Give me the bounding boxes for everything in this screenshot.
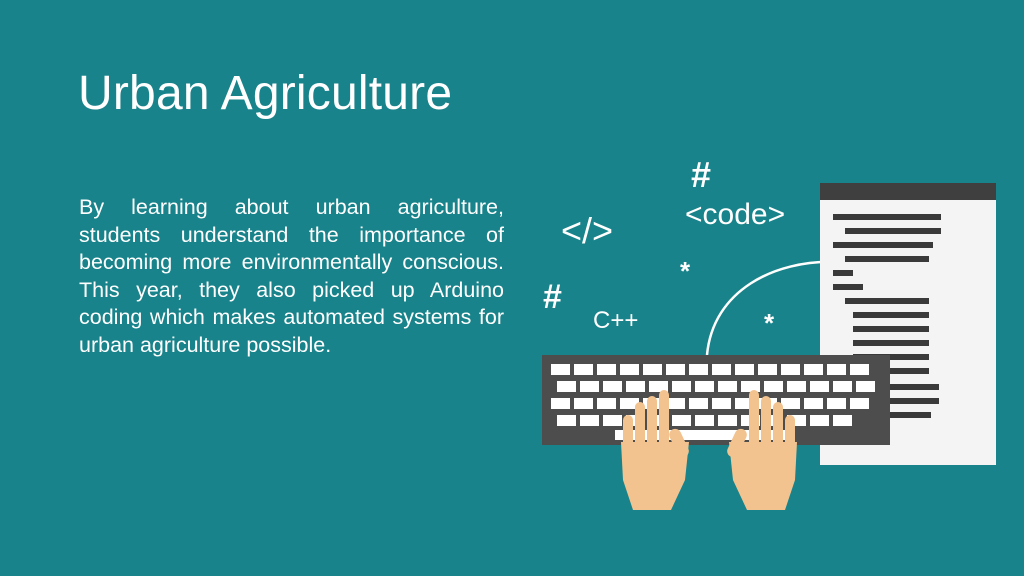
keyboard-key — [827, 364, 846, 375]
keyboard-key — [574, 398, 593, 409]
illustration-graphics — [542, 183, 996, 510]
coding-illustration: # <code> </> # C++ * * — [535, 150, 1000, 530]
keyboard-key — [574, 364, 593, 375]
keyboard-key — [741, 381, 760, 392]
keyboard-key — [551, 398, 570, 409]
asterisk-a: * — [680, 256, 691, 286]
closing-tag-symbol: </> — [561, 210, 614, 251]
hash-symbol-left: # — [543, 278, 562, 316]
keyboard-key — [580, 381, 599, 392]
keyboard-key — [626, 381, 645, 392]
keyboard-key — [810, 415, 829, 426]
keyboard-key — [712, 364, 731, 375]
keyboard — [542, 355, 890, 445]
keyboard-key — [689, 398, 708, 409]
keyboard-key — [557, 381, 576, 392]
keyboard-key — [603, 415, 622, 426]
keyboard-key — [764, 381, 783, 392]
code-tag-text: <code> — [685, 198, 786, 231]
keyboard-spacebar — [615, 430, 785, 440]
keyboard-key — [557, 415, 576, 426]
keyboard-key — [672, 415, 691, 426]
decorative-arc — [705, 260, 836, 356]
keyboard-key — [781, 398, 800, 409]
keyboard-key — [666, 398, 685, 409]
keyboard-key — [695, 415, 714, 426]
keyboard-key — [689, 364, 708, 375]
keyboard-key — [620, 364, 639, 375]
keyboard-key — [597, 398, 616, 409]
asterisk-b: * — [764, 308, 775, 338]
cpp-label: C++ — [593, 307, 639, 334]
keyboard-key — [850, 398, 869, 409]
keyboard-key — [580, 415, 599, 426]
keyboard-key — [695, 381, 714, 392]
left-hand — [621, 390, 689, 510]
keyboard-key — [856, 381, 875, 392]
keyboard-key — [643, 364, 662, 375]
keyboard-key — [620, 398, 639, 409]
keyboard-key — [787, 381, 806, 392]
keyboard-key — [787, 415, 806, 426]
slide-title: Urban Agriculture — [78, 67, 453, 120]
keyboard-key — [758, 364, 777, 375]
keyboard-key — [666, 364, 685, 375]
keyboard-key — [833, 381, 852, 392]
keyboard-key — [804, 364, 823, 375]
keyboard-key — [735, 398, 754, 409]
keyboard-key — [735, 364, 754, 375]
keyboard-key — [718, 381, 737, 392]
keyboard-key — [712, 398, 731, 409]
keyboard-key — [718, 415, 737, 426]
hash-symbol-top: # — [691, 154, 712, 195]
slide-body-text: By learning about urban agriculture, stu… — [79, 195, 504, 357]
keyboard-key — [649, 381, 668, 392]
right-hand — [727, 390, 797, 510]
keyboard-key — [827, 398, 846, 409]
keyboard-key — [649, 415, 668, 426]
keyboard-key — [597, 364, 616, 375]
keyboard-key — [603, 381, 622, 392]
keyboard-key — [781, 364, 800, 375]
keyboard-key — [833, 415, 852, 426]
keyboard-key — [804, 398, 823, 409]
keyboard-key — [551, 364, 570, 375]
keyboard-key — [850, 364, 869, 375]
keyboard-key — [672, 381, 691, 392]
keyboard-key — [810, 381, 829, 392]
